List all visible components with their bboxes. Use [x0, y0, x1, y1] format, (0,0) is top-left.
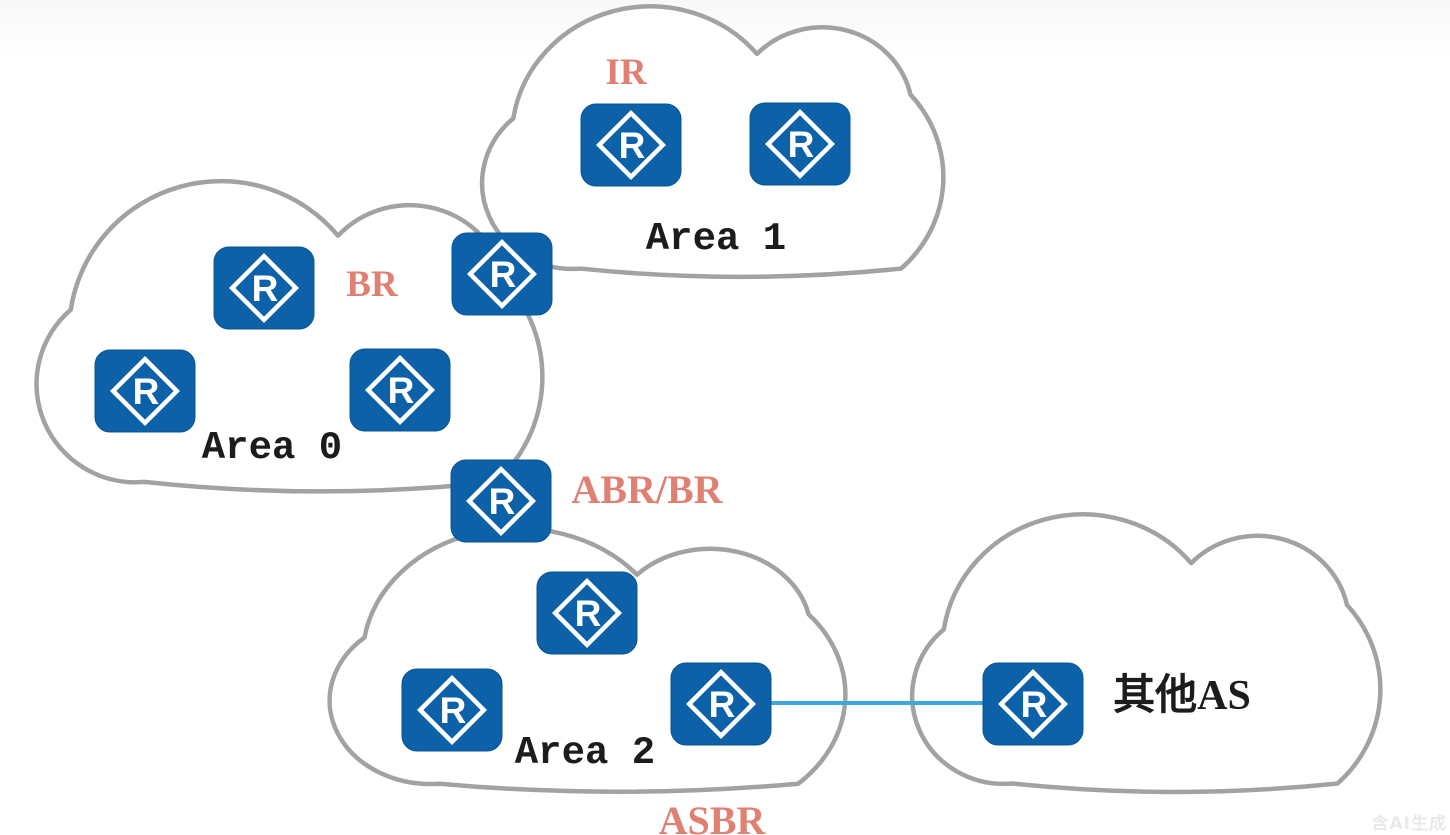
- router-glyph: R: [489, 481, 516, 522]
- router-icon-area1-2: R: [749, 102, 851, 186]
- other-as-label: 其他AS: [1113, 672, 1251, 719]
- router-icon-area2-asbr: R: [670, 662, 772, 746]
- router-glyph: R: [1021, 684, 1048, 725]
- area-1-label: Area 1: [646, 217, 786, 261]
- abr-br-role-label: ABR/BR: [571, 467, 723, 512]
- router-glyph: R: [252, 268, 279, 309]
- router-glyph: R: [388, 370, 415, 411]
- cloud-other-as: [912, 514, 1380, 792]
- router-icon-area2-1: R: [536, 571, 638, 655]
- ai-generated-watermark: 含AI生成: [1371, 814, 1447, 834]
- asbr-role-label: ASBR: [659, 798, 767, 835]
- area-0-label: Area 0: [202, 426, 342, 470]
- router-icon-area1-1: R: [580, 103, 682, 187]
- br-role-label: BR: [346, 264, 399, 305]
- router-icon-area0-2: R: [94, 349, 196, 433]
- labels-layer: Area 1 Area 0 Area 2 其他AS IR BR ABR/BR A…: [202, 52, 1251, 835]
- router-icon-area0-1: R: [213, 246, 315, 330]
- ir-role-label: IR: [605, 52, 647, 93]
- router-glyph: R: [575, 593, 602, 634]
- router-glyph: R: [788, 124, 815, 165]
- cloud-area-1: [482, 6, 943, 276]
- router-icon-other-as: R: [982, 662, 1084, 746]
- router-icon-area0-area2-border: R: [450, 459, 552, 543]
- router-icon-area0-3: R: [349, 348, 451, 432]
- router-glyph: R: [709, 684, 736, 725]
- router-glyph: R: [490, 254, 517, 295]
- router-glyph: R: [619, 125, 646, 166]
- router-glyph: R: [133, 371, 160, 412]
- area-2-label: Area 2: [515, 731, 655, 775]
- router-icon-area2-2: R: [401, 668, 503, 752]
- router-glyph: R: [440, 690, 467, 731]
- routers-layer: R R R R R R R: [94, 102, 1084, 752]
- router-icon-area0-area1-border: R: [451, 232, 553, 316]
